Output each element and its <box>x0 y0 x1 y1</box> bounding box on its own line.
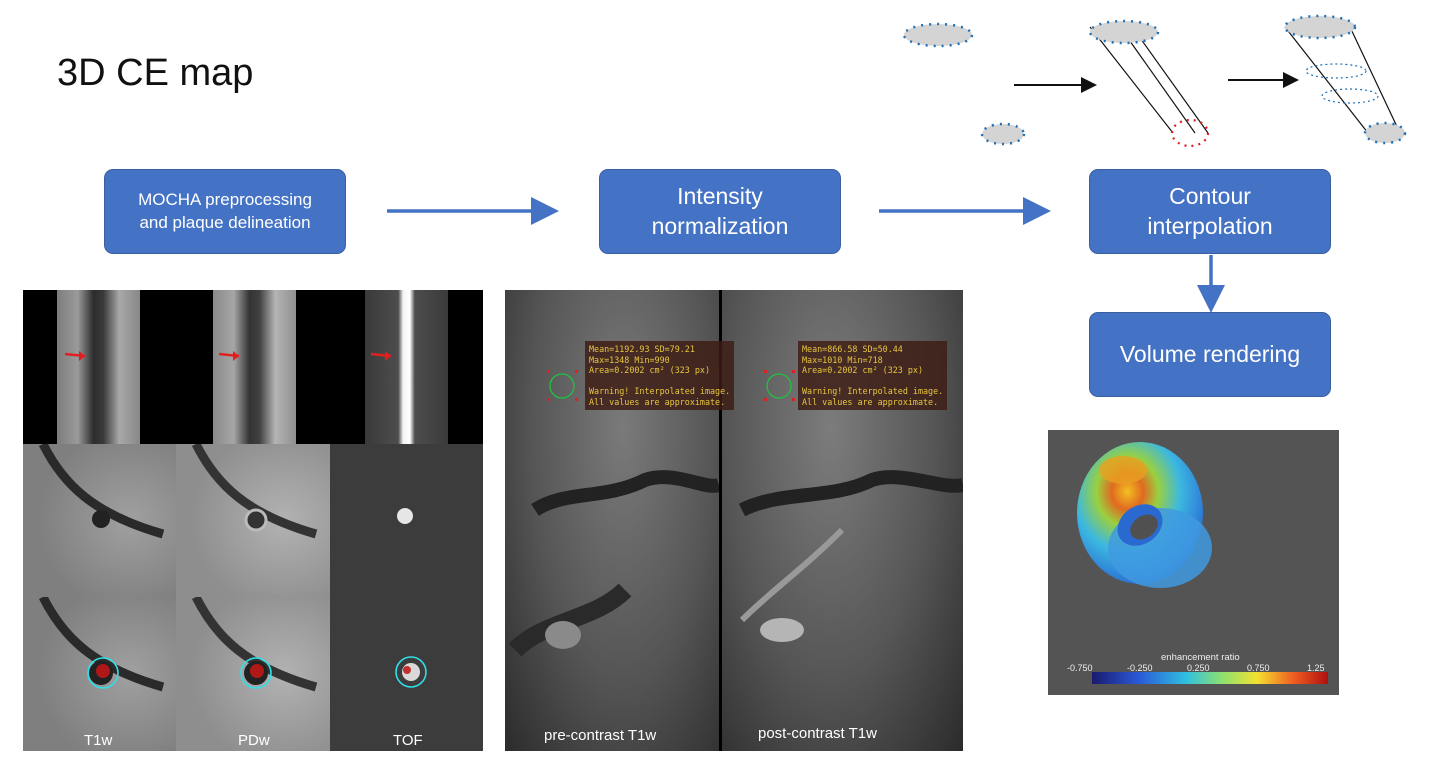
flow-arrows <box>387 197 1225 313</box>
panel-divider <box>720 290 722 751</box>
contour-ellipse-bottom <box>980 122 1026 146</box>
contrast-comparison-panel: Mean=1192.93 SD=79.21 Max=1348 Min=990 A… <box>505 290 963 751</box>
tof-axial-image <box>330 444 483 597</box>
interpolated-contour-2 <box>1321 88 1379 104</box>
pdw-contoured-image <box>176 597 330 751</box>
interpolated-contour-1 <box>1305 63 1367 79</box>
projected-contour-top <box>1088 19 1160 45</box>
tof-contoured-image <box>330 597 483 751</box>
contour-interpolation-box: Contour interpolation <box>1089 169 1331 254</box>
projected-contour-bottom <box>1170 118 1210 148</box>
pre-contrast-label: pre-contrast T1w <box>544 727 657 744</box>
volume-rendering-box: Volume rendering <box>1089 312 1331 397</box>
interpolated-contour-top <box>1283 14 1357 40</box>
mocha-preprocessing-box: MOCHA preprocessing and plaque delineati… <box>104 169 346 254</box>
colorbar-title: enhancement ratio <box>1161 652 1240 663</box>
colorbar-tick-2: -0.250 <box>1127 663 1153 673</box>
colorbar-tick-4: 0.750 <box>1247 663 1270 673</box>
t1w-longitudinal-image <box>57 290 140 444</box>
post-contrast-roi-stats: Mean=866.58 SD=50.44 Max=1010 Min=718 Ar… <box>798 341 948 410</box>
contour-interpolation-schematic <box>902 14 1407 148</box>
pdw-longitudinal-image <box>213 290 296 444</box>
tof-label: TOF <box>393 732 423 749</box>
plaque-volume-render <box>1077 442 1328 684</box>
t1w-axial-image <box>23 444 176 597</box>
t1w-label: T1w <box>84 732 113 749</box>
volume-rendering-label: Volume rendering <box>1119 340 1301 367</box>
pdw-label: PDw <box>238 732 270 749</box>
intensity-normalization-box: Intensity normalization <box>599 169 841 254</box>
volume-rendering-panel: enhancement ratio -0.750 -0.250 0.250 0.… <box>1048 430 1339 695</box>
mocha-preprocessing-label: MOCHA preprocessing and plaque delineati… <box>138 190 312 232</box>
slide-title: 3D CE map <box>57 52 254 94</box>
contour-interpolation-label: Contour interpolation <box>1147 182 1273 239</box>
colorbar-tick-3: 0.250 <box>1187 663 1210 673</box>
intensity-normalization-label: Intensity normalization <box>651 182 789 239</box>
interpolated-contour-bottom <box>1363 121 1407 145</box>
contour-ellipse-top <box>902 22 974 48</box>
pre-contrast-roi-stats: Mean=1192.93 SD=79.21 Max=1348 Min=990 A… <box>585 341 735 410</box>
tof-longitudinal-image <box>365 290 448 444</box>
post-contrast-label: post-contrast T1w <box>758 725 877 742</box>
mocha-mri-panel: T1w PDw TOF <box>23 290 483 751</box>
colorbar-tick-1: -0.750 <box>1067 663 1093 673</box>
colorbar-tick-5: 1.25 <box>1307 663 1325 673</box>
t1w-contoured-image <box>23 597 176 751</box>
pdw-axial-image <box>176 444 330 597</box>
colorbar <box>1092 672 1328 684</box>
